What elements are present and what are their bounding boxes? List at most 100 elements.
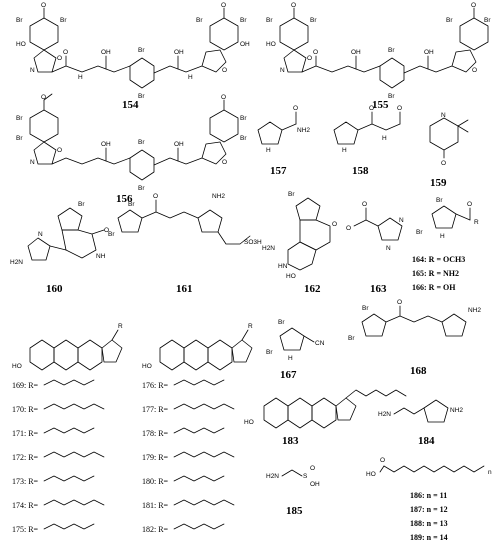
atom-Br: Br [388,47,395,54]
atom-HO: HO [16,41,26,48]
r-label-169: 169: R= [12,381,39,390]
atom-O: O [313,49,318,56]
atom-Br: Br [78,201,85,208]
atom-R: R [248,323,253,330]
atom-OH: OH [240,41,250,48]
atom-OH: OH [351,49,361,56]
atom-Br: Br [108,231,115,238]
atom-N: N [30,67,35,74]
atom-O: O [472,67,477,74]
atom-OH: OH [174,141,184,148]
atom-H: H [266,147,271,154]
atom-NH2: NH2 [450,407,463,414]
atom-NH2: NH2 [297,127,310,134]
atom-H: H [78,74,83,81]
compound-label-156: 156 [116,193,133,205]
atom-R: R [474,219,479,226]
atom-NH2: NH2 [468,307,481,314]
compound-label-185: 185 [286,505,303,517]
compound-label-162: 162 [304,283,321,295]
compound-label-154: 154 [122,99,139,111]
atom-HO: HO [266,41,276,48]
atom-Br: Br [388,93,395,100]
structure-167: Br Br H CN 167 [266,319,325,381]
atom-Br: Br [138,185,145,192]
atom-Br: Br [288,191,295,198]
atom-O: O [41,2,46,9]
structure-184: H2N NH2 184 [378,399,463,447]
atom-N: N [30,159,35,166]
structure-160: Br O NH H2N N 160 [10,201,109,295]
atom-NH2: NH2 [212,193,225,200]
atom-N: N [386,245,391,252]
atom-Br: Br [16,115,23,122]
atom-O: O [380,457,385,464]
structure-159: N O 159 [429,112,469,189]
atom-N: N [38,231,43,238]
r-label-180: 180: R= [142,477,169,486]
atom-O: O [293,105,298,112]
r-group-list-left: 169: R= 170: R= 171: R= 172: R= 173: R= … [12,379,105,534]
atom-H: H [288,355,293,362]
compound-label-166: 166: R = OH [412,283,456,292]
atom-H2N: H2N [378,411,391,418]
atom-Br: Br [16,17,23,24]
atom-Br: Br [138,47,145,54]
compound-label-160: 160 [46,283,63,295]
atom-O: O [441,160,446,167]
compound-label-184: 184 [418,435,435,447]
r-label-175: 175: R= [12,525,39,534]
atom-Br: Br [240,115,247,122]
structure-162: Br O H2N HN HO 162 [262,191,337,295]
structure-183: HO 183 [244,389,407,447]
atom-O: O [57,55,62,62]
atom-OH: OH [424,49,434,56]
r-label-171: 171: R= [12,429,39,438]
atom-O: O [397,299,402,306]
atom-HO: HO [142,363,152,370]
structure-158: H O O H 158 [333,105,402,177]
atom-O: O [104,227,109,234]
structure-169-175-core: R HO [12,323,123,371]
atom-Br: Br [310,17,317,24]
compound-label-158: 158 [352,165,369,177]
r-label-177: 177: R= [142,405,169,414]
r-label-176: 176: R= [142,381,169,390]
atom-OH: OH [101,141,111,148]
compound-label-188: 188: n = 13 [410,519,448,528]
compound-label-161: 161 [176,283,193,295]
atom-O: O [346,225,351,232]
atom-HO: HO [12,363,22,370]
atom-O: O [307,55,312,62]
r-label-178: 178: R= [142,429,169,438]
atom-R: R [118,323,123,330]
r-label-170: 170: R= [12,405,39,414]
atom-Br: Br [278,319,285,326]
atom-O: O [332,221,337,228]
r-label-182: 182: R= [142,525,169,534]
structure-157: H O NH2 157 [257,105,310,177]
atom-HN: HN [278,263,288,270]
structure-186-189: HO O n 186: n = 11 187: n = 12 188: n = … [366,457,492,542]
atom-Br: Br [240,17,247,24]
atom-OH: OH [310,481,320,488]
atom-H2N: H2N [10,259,23,266]
atom-OH: OH [101,49,111,56]
atom-Br: Br [484,17,491,24]
atom-NH: NH [96,253,106,260]
atom-HO: HO [366,471,376,478]
r-label-179: 179: R= [142,453,169,462]
atom-O: O [222,159,227,166]
atom-H: H [440,233,445,240]
atom-O: O [362,201,367,208]
structure-154: O Br Br HO O N O H OH Br Br OH H O O Br … [16,2,250,111]
atom-Br: Br [128,201,135,208]
structure-185: H2N S O OH 185 [266,465,320,517]
structure-168: Br Br O NH2 168 [348,299,481,377]
atom-Br: Br [416,229,423,236]
compound-label-186: 186: n = 11 [410,491,447,500]
compound-label-155: 155 [372,99,389,111]
atom-OH: OH [174,49,184,56]
atom-Br: Br [436,197,443,204]
